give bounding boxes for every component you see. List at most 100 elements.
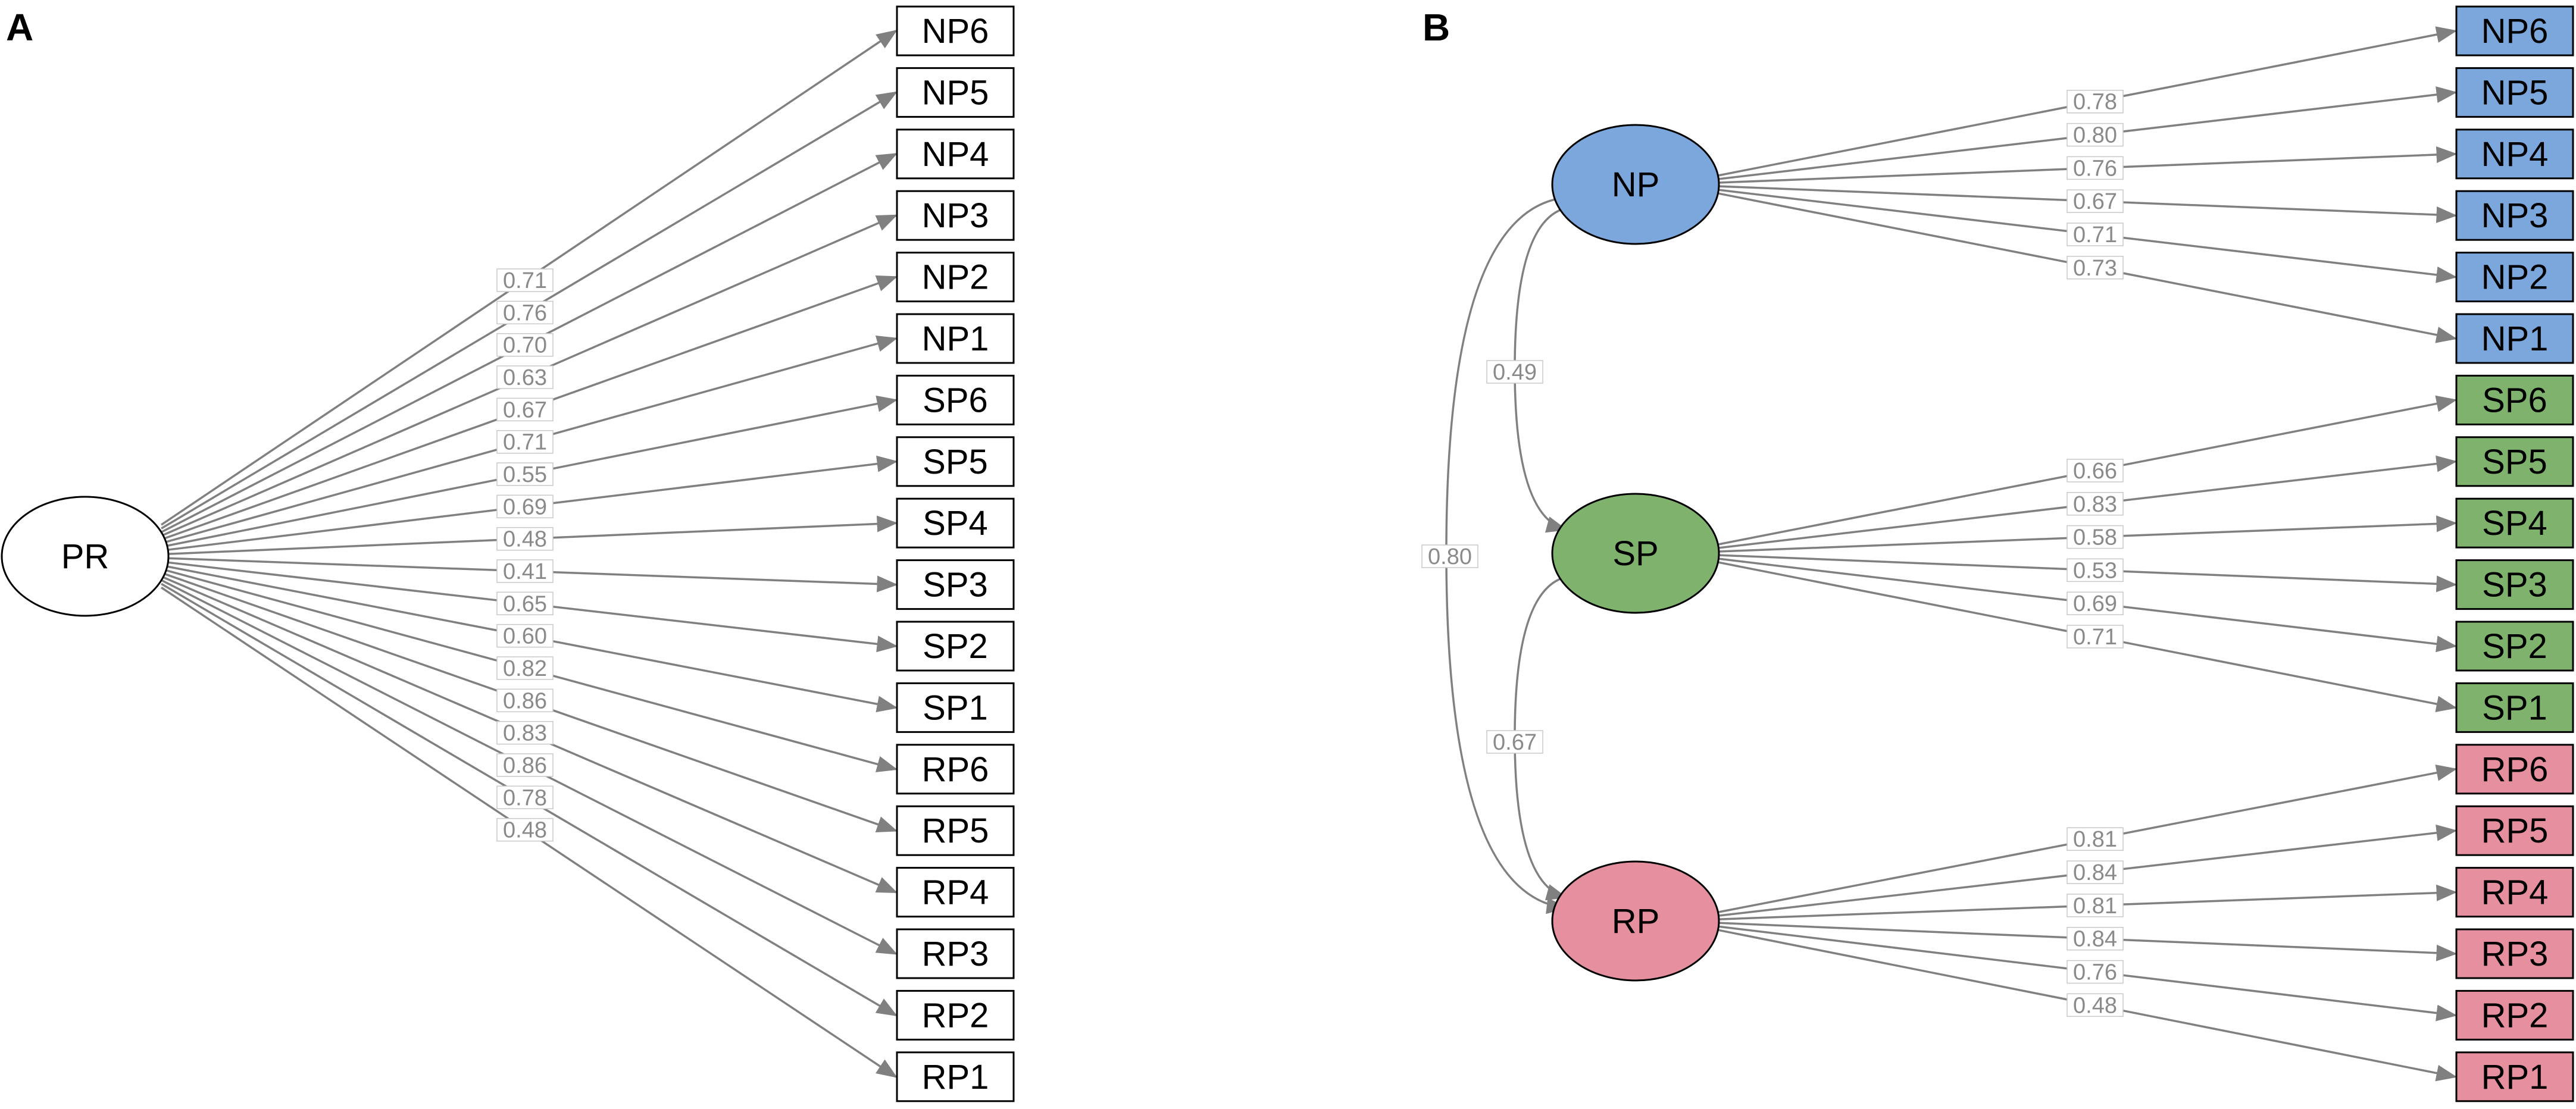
panel-a-indicator-RP4-text: RP4	[922, 873, 989, 912]
panel-a-nodes: NP6NP5NP4NP3NP2NP1SP6SP5SP4SP3SP2SP1RP6R…	[1, 5, 1015, 1102]
panel-a-indicator-RP2: RP2	[896, 989, 1015, 1041]
panel-a-loading-RP2: 0.78	[496, 785, 554, 810]
panel-a-loading-NP5-bg	[496, 300, 554, 325]
panel-b-loading-NP3-text: 0.67	[2073, 189, 2117, 214]
panel-b-indicator-SP5-box	[2455, 436, 2574, 487]
panel-a-indicator-RP6: RP6	[896, 744, 1015, 795]
panel-b-factor-np: NP	[1551, 124, 1720, 245]
panel-b-corr-label-np-rp-text: 0.80	[1428, 544, 1472, 569]
panel-a-indicator-RP5-box	[896, 805, 1015, 856]
panel-a-indicator-NP1: NP1	[896, 313, 1015, 364]
panel-a-indicator-NP2: NP2	[896, 252, 1015, 303]
panel-a-loading-RP6-text: 0.82	[503, 656, 547, 681]
panel-a-loading-NP2: 0.67	[496, 397, 554, 422]
panel-b-loading-RP4: 0.81	[2067, 894, 2124, 919]
panel-b-indicator-NP6-text: NP6	[2481, 12, 2549, 51]
panel-a-indicator-RP4-box	[896, 867, 1015, 918]
panel-b-label: B	[1423, 6, 1450, 49]
panel-a-indicator-NP2-text: NP2	[922, 258, 989, 297]
panel-b-loading-SP5-bg	[2067, 492, 2124, 516]
panel-b-indicator-RP5: RP5	[2455, 805, 2574, 856]
panel-a-indicator-RP6-box	[896, 744, 1015, 795]
panel-a-indicator-NP6: NP6	[896, 5, 1015, 57]
panel-a-indicator-SP1-box	[896, 682, 1015, 733]
panel-b-corr-label-np-rp: 0.80	[1421, 544, 1478, 569]
panel-b-indicator-RP4-box	[2455, 867, 2574, 918]
panel-a-loading-RP1: 0.48	[496, 818, 554, 843]
panel-b-indicator-RP1-box	[2455, 1051, 2574, 1102]
panel-b-loading-SP6: 0.66	[2067, 459, 2124, 484]
panel-b-loading-NP4-text: 0.76	[2073, 156, 2117, 181]
panel-b-loading-NP6-bg	[2067, 89, 2124, 114]
panel-b-loading-SP1-text: 0.71	[2073, 625, 2117, 650]
panel-a-loading-SP4-bg	[496, 527, 554, 551]
panel-b-corr-label-np-rp-bg	[1421, 544, 1478, 568]
panel-a-indicator-RP2-box	[896, 989, 1015, 1041]
panel-b-loading-RP2-text: 0.76	[2073, 960, 2117, 985]
panel-a-indicator-SP4-text: SP4	[923, 504, 988, 543]
panel-a-indicator-RP3-text: RP3	[922, 935, 989, 973]
panel-a-latent-pr-text: PR	[61, 537, 110, 576]
panel-b-loading-RP4-text: 0.81	[2073, 894, 2117, 919]
panel-a-indicator-NP5-text: NP5	[922, 73, 989, 112]
panel-b-indicator-RP4: RP4	[2455, 867, 2574, 918]
panel-b-indicator-SP4: SP4	[2455, 497, 2574, 549]
panel-b-indicator-SP3: SP3	[2455, 559, 2574, 610]
panel-a-label: A	[6, 6, 33, 49]
panel-b-loading-RP5-bg	[2067, 860, 2124, 884]
panel-b-indicator-NP4-box	[2455, 129, 2574, 180]
panel-a-paths	[161, 30, 898, 1078]
panel-a-loading-SP5: 0.69	[496, 494, 554, 519]
panel-b-loading-labels: 0.780.800.760.670.710.730.660.830.580.53…	[1421, 89, 2124, 1018]
panel-a-indicator-NP2-box	[896, 252, 1015, 303]
panel-a-loading-SP2-bg	[496, 591, 554, 616]
panel-b-indicator-NP5: NP5	[2455, 67, 2574, 118]
panel-b-loading-RP6-text: 0.81	[2073, 827, 2117, 852]
panel-a-loading-NP5-text: 0.76	[503, 300, 547, 325]
panel-b-loading-RP2: 0.76	[2067, 960, 2124, 985]
panel-a-loading-NP4: 0.70	[496, 333, 554, 358]
panel-b-indicator-SP5: SP5	[2455, 436, 2574, 487]
panel-a-loading-RP2-text: 0.78	[503, 785, 547, 810]
panel-b-indicator-SP6-box	[2455, 374, 2574, 425]
panel-b-corr-label-sp-rp-text: 0.67	[1493, 730, 1537, 755]
panel-b-loading-SP2-bg	[2067, 591, 2124, 615]
panel-a-latent-pr: PR	[1, 496, 170, 617]
panel-a-indicator-NP3: NP3	[896, 190, 1015, 241]
panel-a-loading-SP3-bg	[496, 559, 554, 583]
panel-a-indicator-NP3-box	[896, 190, 1015, 241]
panel-b-corr-label-sp-rp: 0.67	[1486, 730, 1543, 755]
panel-b-loading-SP3-bg	[2067, 558, 2124, 582]
panel-b-indicator-RP5-text: RP5	[2481, 812, 2549, 850]
panel-a-loading-labels: 0.710.760.700.630.670.710.550.690.480.41…	[496, 268, 554, 843]
panel-a-loading-SP4: 0.48	[496, 527, 554, 552]
panel-b-factor-rp-text: RP	[1612, 902, 1660, 941]
panel-b-loading-SP3-text: 0.53	[2073, 558, 2117, 583]
panel-a-indicator-NP4-text: NP4	[922, 135, 989, 174]
panel-b-corr-label-np-sp-text: 0.49	[1493, 360, 1537, 385]
panel-b-loading-NP1-text: 0.73	[2073, 256, 2117, 281]
panel-b-indicator-RP6-box	[2455, 744, 2574, 795]
panel-a-indicator-RP3: RP3	[896, 928, 1015, 979]
panel-a-loading-RP6-bg	[496, 656, 554, 680]
panel-b-loading-NP2: 0.71	[2067, 223, 2124, 248]
panel-a-loading-SP5-text: 0.69	[503, 494, 547, 519]
panel-b-nodes: NP6NP5NP4NP3NP2NP1SP6SP5SP4SP3SP2SP1RP6R…	[1551, 5, 2574, 1102]
panel-b-loading-NP5-bg	[2067, 123, 2124, 147]
panel-b-loading-RP5: 0.84	[2067, 860, 2124, 885]
panel-b-loading-NP6: 0.78	[2067, 89, 2124, 115]
panel-b-loading-RP1-text: 0.48	[2073, 993, 2117, 1018]
panel-b-indicator-SP6: SP6	[2455, 374, 2574, 425]
panel-a-indicator-NP1-box	[896, 313, 1015, 364]
panel-a-loading-NP2-text: 0.67	[503, 397, 547, 422]
panel-a-loading-RP4-text: 0.83	[503, 721, 547, 746]
panel-b-factor-sp-shape	[1551, 493, 1720, 614]
panel-a-loading-SP4-text: 0.48	[503, 527, 547, 552]
panel-b-indicator-SP1: SP1	[2455, 682, 2574, 733]
panel-b-loading-NP3-bg	[2067, 189, 2124, 213]
panel-b-factor-rp-shape	[1551, 860, 1720, 982]
panel-b-indicator-NP3: NP3	[2455, 190, 2574, 241]
panel-a-indicator-SP5: SP5	[896, 436, 1015, 487]
panel-b-indicator-NP3-box	[2455, 190, 2574, 241]
